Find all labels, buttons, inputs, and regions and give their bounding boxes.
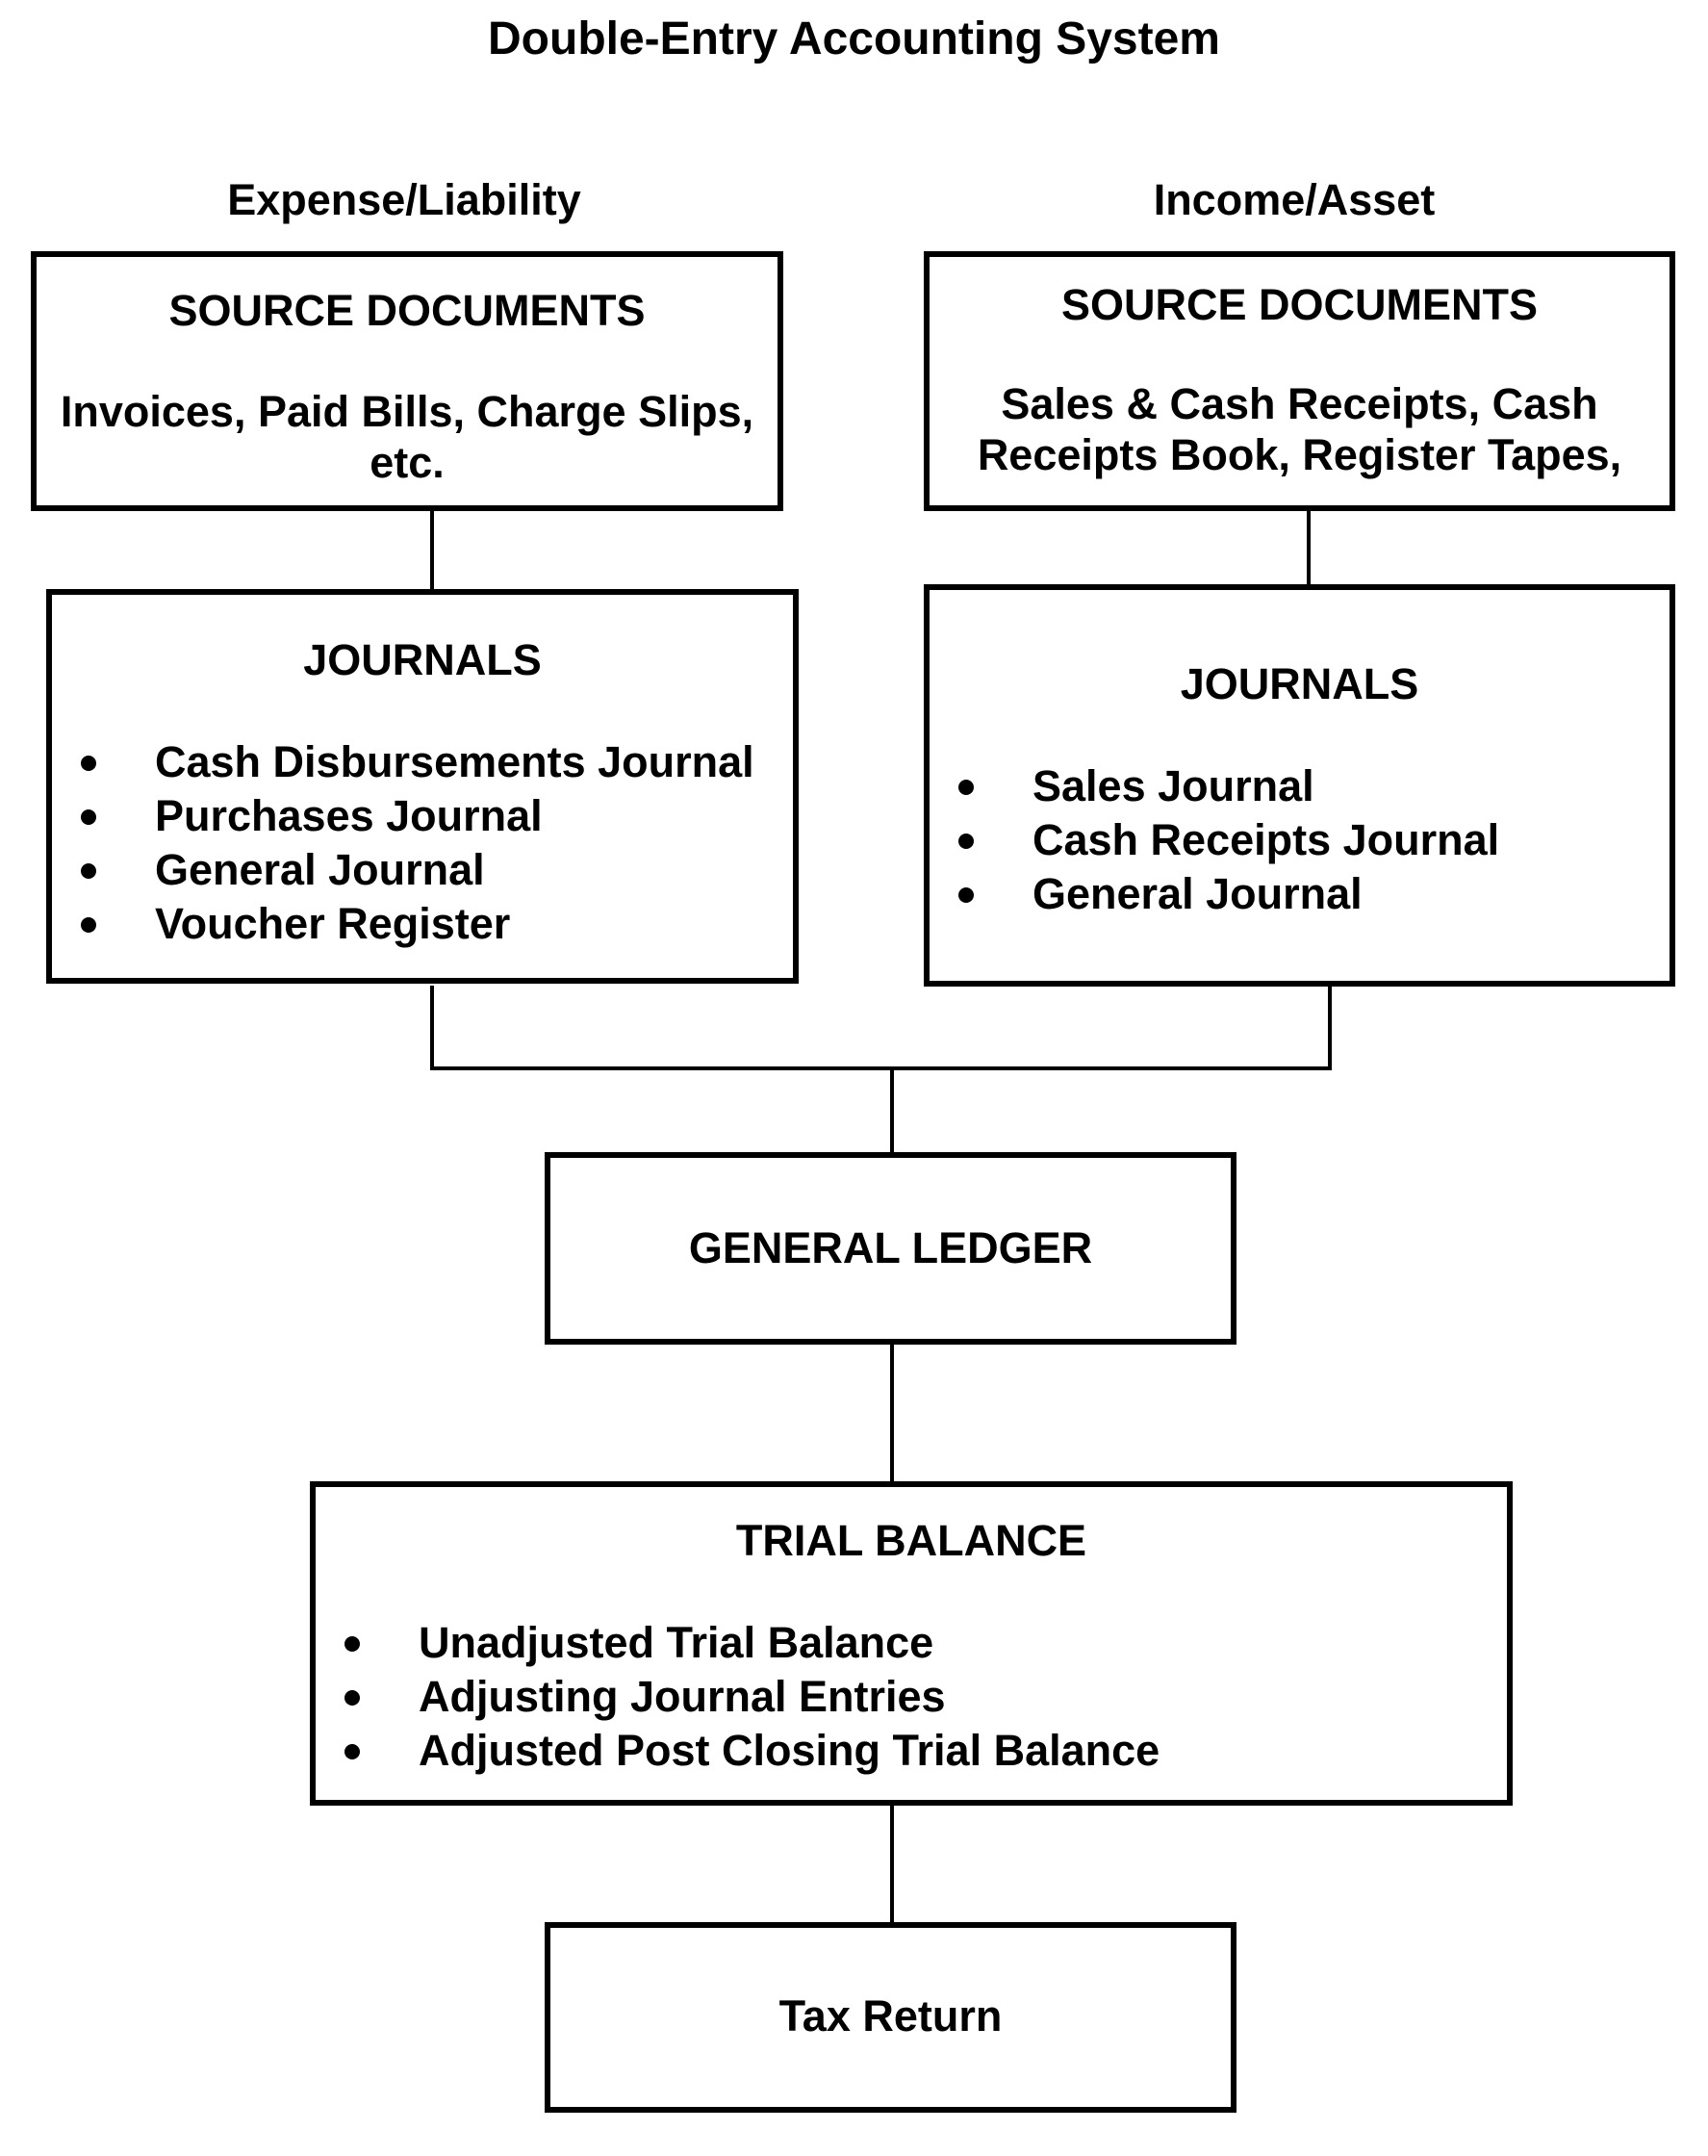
right-source-documents-box: SOURCE DOCUMENTS Sales & Cash Receipts, … xyxy=(924,251,1675,511)
connector-ledger-to-trial-balance xyxy=(890,1342,894,1484)
connector-trial-balance-to-tax xyxy=(890,1803,894,1925)
list-item-label: Sales Journal xyxy=(1032,761,1314,810)
right-journals-heading: JOURNALS xyxy=(1180,659,1419,708)
list-item-label: Adjusted Post Closing Trial Balance xyxy=(419,1726,1160,1775)
right-source-documents-text: Sales & Cash Receipts, Cash Receipts Boo… xyxy=(977,379,1622,479)
general-ledger-box: GENERAL LEDGER xyxy=(545,1152,1236,1345)
bullet-icon xyxy=(344,1690,360,1706)
list-item: Cash Disbursements Journal xyxy=(52,735,754,789)
list-item-label: Adjusting Journal Entries xyxy=(419,1672,946,1721)
left-source-documents-heading: SOURCE DOCUMENTS xyxy=(168,286,646,335)
list-item-label: Cash Receipts Journal xyxy=(1032,815,1500,864)
bullet-icon xyxy=(958,887,974,903)
left-journals-heading: JOURNALS xyxy=(303,635,542,684)
list-item-label: Voucher Register xyxy=(155,899,511,948)
general-ledger-heading: GENERAL LEDGER xyxy=(688,1223,1093,1272)
list-item-label: General Journal xyxy=(1032,869,1363,918)
bullet-icon xyxy=(958,834,974,849)
list-item-label: Purchases Journal xyxy=(155,791,543,840)
tax-return-box: Tax Return xyxy=(545,1922,1236,2113)
trial-balance-box: TRIAL BALANCE Unadjusted Trial Balance A… xyxy=(310,1481,1513,1806)
diagram-title: Double-Entry Accounting System xyxy=(488,13,1220,64)
left-source-documents-text: Invoices, Paid Bills, Charge Slips, etc. xyxy=(60,387,754,487)
bullet-icon xyxy=(81,917,96,933)
income-asset-header: Income/Asset xyxy=(1153,175,1436,224)
left-journals-list: Cash Disbursements Journal Purchases Jou… xyxy=(52,735,754,951)
bullet-icon xyxy=(344,1744,360,1759)
connector-journals-horizontal xyxy=(430,1066,1332,1070)
list-item-label: General Journal xyxy=(155,845,485,894)
list-item: General Journal xyxy=(930,867,1499,921)
list-item: Unadjusted Trial Balance xyxy=(316,1616,1160,1670)
list-item: General Journal xyxy=(52,843,754,897)
tax-return-heading: Tax Return xyxy=(778,1991,1003,2040)
connector-right-source-to-journals xyxy=(1307,510,1311,589)
connector-merge-to-ledger xyxy=(890,1066,894,1155)
bullet-icon xyxy=(81,863,96,879)
list-item: Voucher Register xyxy=(52,897,754,951)
bullet-icon xyxy=(81,756,96,771)
connector-right-journals-down xyxy=(1328,984,1332,1070)
bullet-icon xyxy=(81,809,96,825)
list-item: Adjusted Post Closing Trial Balance xyxy=(316,1724,1160,1778)
left-source-documents-box: SOURCE DOCUMENTS Invoices, Paid Bills, C… xyxy=(31,251,783,511)
list-item: Sales Journal xyxy=(930,759,1499,813)
right-journals-box: JOURNALS Sales Journal Cash Receipts Jou… xyxy=(924,584,1675,987)
connector-left-journals-down xyxy=(430,986,434,1070)
trial-balance-list: Unadjusted Trial Balance Adjusting Journ… xyxy=(316,1616,1160,1778)
bullet-icon xyxy=(344,1636,360,1652)
list-item: Adjusting Journal Entries xyxy=(316,1670,1160,1724)
trial-balance-heading: TRIAL BALANCE xyxy=(735,1516,1087,1565)
right-source-documents-heading: SOURCE DOCUMENTS xyxy=(1060,280,1539,329)
bullet-icon xyxy=(958,780,974,795)
right-journals-list: Sales Journal Cash Receipts Journal Gene… xyxy=(930,759,1499,921)
connector-left-source-to-journals xyxy=(430,510,434,594)
list-item-label: Unadjusted Trial Balance xyxy=(419,1618,934,1667)
list-item: Cash Receipts Journal xyxy=(930,813,1499,867)
list-item: Purchases Journal xyxy=(52,789,754,843)
left-journals-box: JOURNALS Cash Disbursements Journal Purc… xyxy=(46,589,799,984)
list-item-label: Cash Disbursements Journal xyxy=(155,737,754,786)
expense-liability-header: Expense/Liability xyxy=(227,175,581,224)
